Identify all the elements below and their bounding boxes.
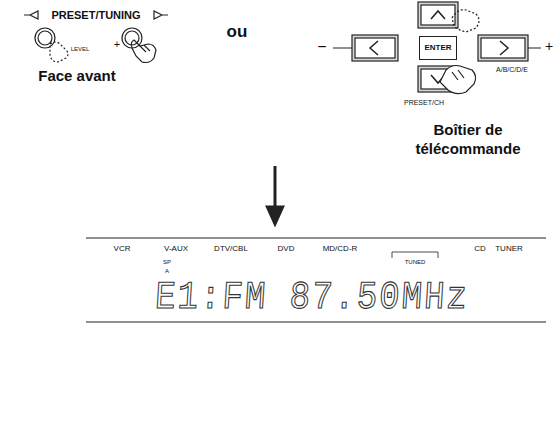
hand-fingers bbox=[452, 70, 464, 80]
display-bottom-line bbox=[86, 321, 546, 322]
label: DTV/CBL bbox=[214, 245, 248, 254]
label: TUNER bbox=[495, 245, 523, 254]
label: TUNED bbox=[405, 259, 426, 266]
label: LEVEL bbox=[71, 46, 90, 53]
hand-dotted bbox=[50, 42, 68, 62]
remote-pad bbox=[333, 2, 541, 92]
hand bbox=[440, 66, 476, 94]
minus-button bbox=[35, 28, 55, 48]
right-triangle bbox=[154, 11, 168, 19]
left-triangle bbox=[24, 11, 38, 19]
label: + bbox=[114, 38, 120, 50]
label: Face avant bbox=[38, 68, 116, 85]
key-label: ENTER bbox=[424, 44, 451, 52]
label: PRESET/TUNING bbox=[51, 9, 140, 21]
label: Boîtier de télécommande bbox=[403, 121, 533, 159]
display-readout: E1:FM 87.50MHz bbox=[154, 277, 470, 320]
label: ou bbox=[227, 23, 248, 42]
enter-key: ENTER bbox=[419, 36, 457, 60]
hand-fingers bbox=[140, 45, 150, 52]
label: CD bbox=[474, 245, 486, 254]
label: V-AUX bbox=[164, 245, 188, 254]
tuned-bracket bbox=[392, 252, 438, 258]
label: SP bbox=[163, 259, 171, 266]
label: DVD bbox=[278, 245, 295, 254]
label: A/B/C/D/E bbox=[496, 66, 528, 74]
display-top-line bbox=[86, 237, 546, 238]
hand-dotted bbox=[452, 10, 479, 32]
label: VCR bbox=[114, 245, 131, 254]
label: PRESET/CH bbox=[404, 99, 444, 107]
label: MD/CD-R bbox=[323, 245, 358, 254]
down-arrow-shaft bbox=[274, 166, 277, 210]
minus-button-inner bbox=[38, 31, 52, 45]
label: + bbox=[545, 39, 553, 54]
down-arrow-head bbox=[266, 206, 284, 226]
hand bbox=[131, 40, 156, 63]
label: A bbox=[165, 268, 169, 275]
label: − bbox=[317, 38, 326, 56]
